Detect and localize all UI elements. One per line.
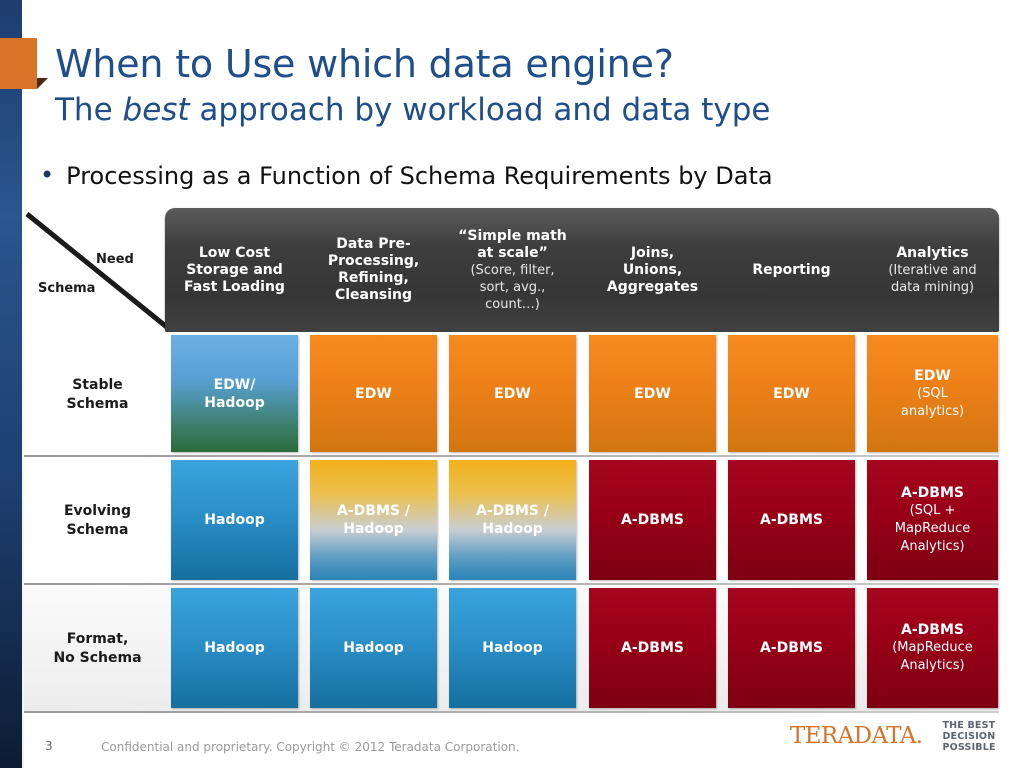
logo-period: . [915, 723, 923, 749]
matrix-header-bar [165, 208, 999, 332]
matrix-cell-r2-c3[interactable]: A-DBMS /Hadoop [449, 460, 576, 580]
orange-badge-shadow [37, 78, 48, 89]
tagline-line-3: POSSIBLE [942, 741, 996, 753]
tagline-line-1: THE BEST [942, 719, 996, 731]
tagline-line-2: DECISION [942, 730, 996, 742]
column-header-5: Reporting [752, 261, 831, 278]
column-header-2: Data Pre-Processing,Refining,Cleansing [327, 236, 420, 303]
matrix-cell-r3-c5[interactable]: A-DBMS [728, 588, 855, 708]
row-separator-2 [24, 583, 999, 585]
matrix-cell-r2-c1[interactable]: Hadoop [171, 460, 298, 580]
matrix-corner-header: Need Schema [24, 208, 171, 332]
corner-schema-label: Schema [38, 281, 96, 296]
bullet-text: Processing as a Function of Schema Requi… [66, 162, 773, 190]
matrix-cell-r3-c1[interactable]: Hadoop [171, 588, 298, 708]
left-accent-band [0, 0, 22, 768]
matrix-cell-r1-c1[interactable]: EDW/Hadoop [171, 335, 298, 452]
page-subtitle: The best approach by workload and data t… [55, 90, 770, 130]
matrix-cell-r1-c3[interactable]: EDW [449, 335, 576, 452]
row-label-3: Format,No Schema [53, 631, 142, 666]
subtitle-emphasis: best [122, 92, 190, 128]
logo-wordmark: TERADATA. [790, 723, 923, 749]
orange-badge [0, 38, 37, 89]
teradata-logo: TERADATA. THE BEST DECISION POSSIBLE [790, 715, 995, 757]
subtitle-post: approach by workload and data type [189, 92, 771, 128]
confidential-notice: Confidential and proprietary. Copyright … [101, 740, 520, 754]
matrix-cell-r1-c2[interactable]: EDW [310, 335, 437, 452]
matrix-cell-r1-c4[interactable]: EDW [589, 335, 716, 452]
matrix-cell-r3-c2[interactable]: Hadoop [310, 588, 437, 708]
logo-tagline: THE BEST DECISION POSSIBLE [942, 720, 995, 753]
page-title: When to Use which data engine? [55, 42, 674, 86]
matrix-cell-r3-c3[interactable]: Hadoop [449, 588, 576, 708]
column-header-4: Joins,Unions,Aggregates [606, 244, 699, 295]
matrix-cell-r1-c5[interactable]: EDW [728, 335, 855, 452]
matrix-cell-r2-c5[interactable]: A-DBMS [728, 460, 855, 580]
row-separator-3 [24, 711, 999, 713]
bullet-item: • Processing as a Function of Schema Req… [40, 160, 990, 192]
corner-need-label: Need [96, 252, 134, 267]
matrix-cell-r2-c2[interactable]: A-DBMS /Hadoop [310, 460, 437, 580]
page-number: 3 [45, 739, 53, 753]
left-band-edge [22, 0, 24, 768]
diagonal-divider-icon [25, 212, 170, 330]
subtitle-pre: The [55, 92, 123, 128]
row-separator-1 [24, 455, 999, 457]
matrix-cell-r3-c4[interactable]: A-DBMS [589, 588, 716, 708]
bullet-marker-icon: • [40, 161, 55, 189]
matrix-cell-r2-c4[interactable]: A-DBMS [589, 460, 716, 580]
